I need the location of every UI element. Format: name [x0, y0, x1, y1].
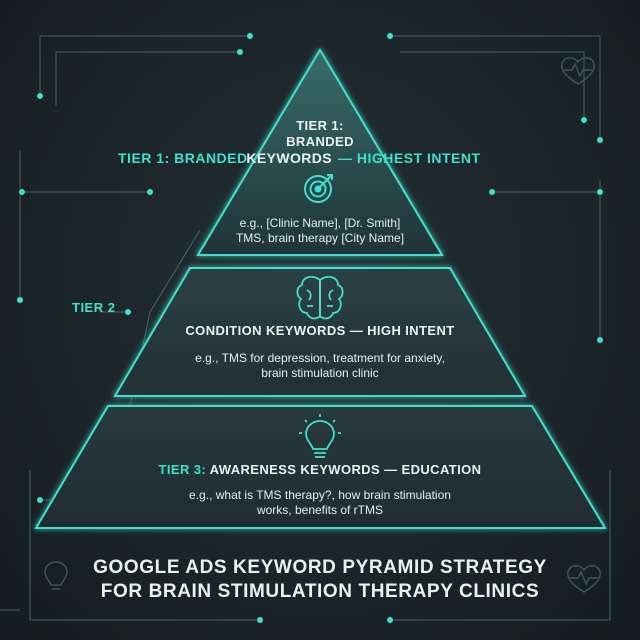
tier-3-description: e.g., what is TMS therapy?, how brain st… [100, 488, 540, 518]
tier-1-title-line3: KEYWORDS [246, 150, 332, 166]
tier-2-description: e.g., TMS for depression, treatment for … [120, 351, 520, 381]
tier-2-section [113, 267, 527, 397]
tier-1-section [196, 48, 444, 256]
tier-2-description-line2: brain stimulation clinic [261, 366, 379, 380]
tier-1-title-line2: BRANDED [286, 134, 354, 149]
tier-3-description-line1: e.g., what is TMS therapy?, how brain st… [189, 488, 451, 502]
tier-1-title-line1: TIER 1: [296, 118, 344, 133]
footer-line2: FOR BRAIN STIMULATION THERAPY CLINICS [100, 581, 540, 602]
tier-3-prefix: TIER 3: [158, 462, 207, 477]
tier-3-title-text: AWARENESS KEYWORDS — EDUCATION [209, 462, 482, 477]
footer-title: GOOGLE ADS KEYWORD PYRAMID STRATEGY FOR … [70, 556, 570, 604]
brain-icon [296, 275, 344, 320]
tier-2-side-label: TIER 2 [72, 300, 116, 315]
tier-1-description: e.g., [Clinic Name], [Dr. Smith] TMS, br… [200, 216, 440, 246]
footer-line1: GOOGLE ADS KEYWORD PYRAMID STRATEGY [93, 557, 547, 578]
tier-3-title: TIER 3: AWARENESS KEYWORDS — EDUCATION [100, 462, 540, 477]
target-icon [304, 174, 333, 203]
tier-1-side-label: TIER 1: BRANDED [118, 150, 248, 166]
heartbeat-icon [561, 57, 595, 85]
circuit-nodes [17, 33, 603, 623]
lightbulb-icon [299, 414, 341, 458]
heart-monitor-icon [567, 565, 601, 593]
tier-1-title: TIER 1: BRANDED [220, 118, 420, 150]
tier-1-description-line2: TMS, brain therapy [City Name] [235, 231, 405, 245]
tier-2-description-line1: e.g., TMS for depression, treatment for … [195, 351, 445, 365]
tier-1-description-line1: e.g., [Clinic Name], [Dr. Smith] [239, 216, 401, 230]
tier-1-right-label: — HIGHEST INTENT [338, 150, 481, 166]
tier-3-section [34, 405, 607, 529]
tier-3-description-line2: works, benefits of rTMS [256, 503, 384, 517]
lightbulb-outline-icon [44, 561, 68, 590]
tier-2-title: CONDITION KEYWORDS — HIGH INTENT [185, 323, 455, 338]
